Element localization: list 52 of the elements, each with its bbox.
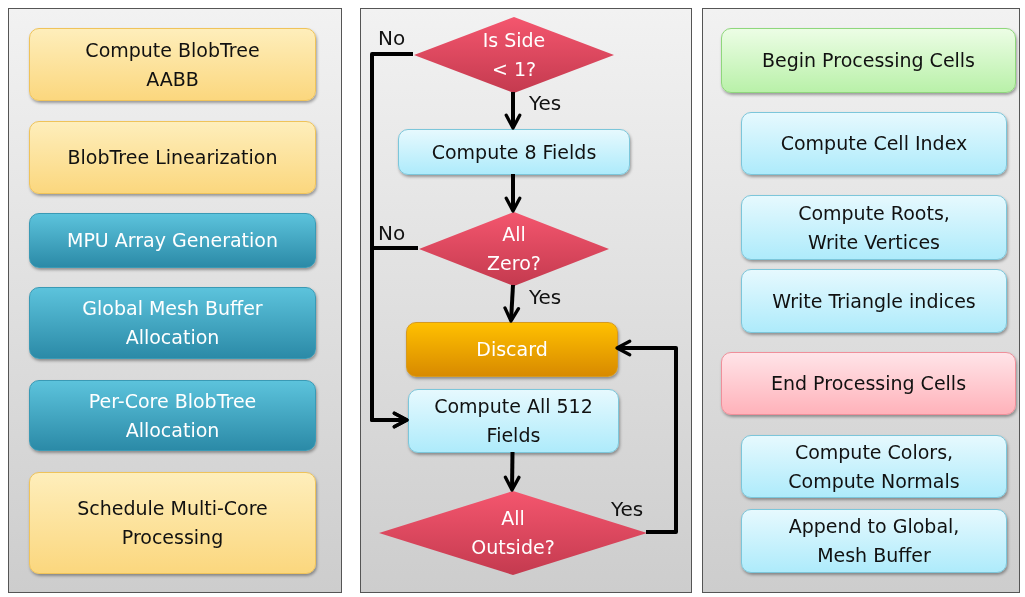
decision-text: All Zero? — [486, 222, 542, 276]
box-label: Compute BlobTree AABB — [84, 37, 261, 92]
box-label: Per-Core BlobTree Allocation — [87, 388, 258, 443]
edge-label: No — [378, 222, 406, 244]
decision-text: Is Side < 1? — [481, 28, 547, 82]
box-label: Compute Cell Index — [780, 131, 968, 156]
process-box — [741, 435, 1007, 498]
process-box — [29, 287, 316, 359]
edge-label: No — [378, 27, 406, 49]
arrow — [615, 339, 678, 534]
box-label: Discard — [476, 337, 548, 362]
box-label: Compute All 512 Fields — [433, 394, 594, 448]
arrow — [504, 92, 522, 130]
box-label: End Processing Cells — [770, 371, 967, 396]
process-box — [741, 195, 1007, 260]
process-box — [741, 269, 1007, 333]
process-box — [408, 389, 619, 453]
arrow — [370, 246, 418, 429]
process-box — [29, 472, 316, 574]
arrow — [503, 451, 521, 492]
edge-label: Yes — [529, 286, 562, 308]
process-box — [721, 28, 1016, 93]
process-box — [398, 129, 630, 175]
box-label: Schedule Multi-Core Processing — [76, 496, 269, 550]
arrow — [503, 284, 521, 323]
box-label: Write Triangle indices — [772, 288, 976, 314]
decision-text: All Outside? — [470, 506, 556, 560]
process-box — [741, 112, 1007, 175]
box-label: BlobTree Linearization — [67, 145, 278, 170]
box-label: Global Mesh Buffer Allocation — [81, 296, 264, 350]
box-label: Compute 8 Fields — [431, 139, 597, 165]
edge-label: Yes — [529, 92, 562, 114]
decision-diamond — [379, 491, 647, 575]
panel-background — [360, 8, 692, 593]
process-box — [721, 352, 1016, 415]
process-box — [29, 121, 316, 194]
box-label: MPU Array Generation — [67, 228, 278, 253]
process-box — [29, 380, 316, 451]
decision-diamond — [414, 17, 614, 93]
process-box — [406, 322, 618, 377]
process-box — [29, 28, 316, 101]
box-label: Compute Colors, Compute Normals — [787, 439, 961, 494]
box-label: Begin Processing Cells — [761, 48, 976, 73]
process-box — [29, 213, 316, 268]
panel-background — [702, 8, 1020, 593]
arrow — [504, 174, 522, 213]
box-label: Append to Global, Mesh Buffer — [787, 514, 961, 568]
decision-diamond — [419, 212, 609, 286]
edge-label: Yes — [611, 498, 644, 520]
box-label: Compute Roots, Write Vertices — [797, 200, 951, 255]
panel-background — [8, 8, 342, 593]
process-box — [741, 509, 1007, 573]
